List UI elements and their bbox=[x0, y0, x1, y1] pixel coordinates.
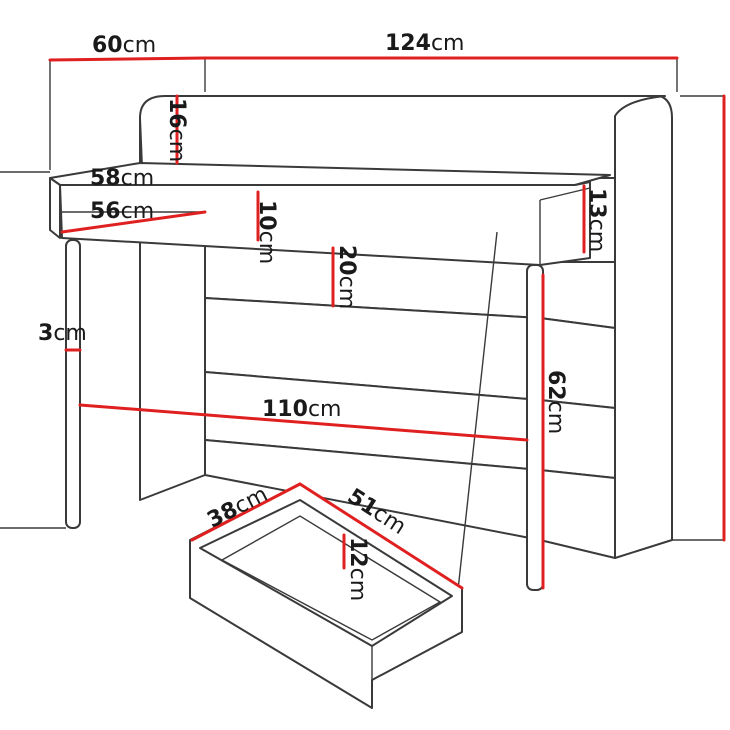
right-side-panel bbox=[609, 95, 673, 559]
label-10: 10cm bbox=[254, 200, 279, 264]
dim-line-38 bbox=[190, 482, 302, 542]
extension-lines bbox=[0, 58, 724, 541]
front-left-leg bbox=[65, 239, 81, 529]
label-3: 3cm bbox=[38, 321, 87, 346]
back-panel bbox=[139, 95, 666, 179]
desk-top bbox=[49, 162, 611, 266]
label-110: 110cm bbox=[262, 397, 341, 422]
dim-line-51 bbox=[298, 482, 464, 590]
drawer bbox=[189, 483, 463, 709]
label-58: 58cm bbox=[90, 166, 154, 191]
front-right-leg bbox=[526, 264, 544, 591]
label-20: 20cm bbox=[334, 245, 359, 309]
drawer-guide-line bbox=[457, 231, 498, 591]
dim-line-110 bbox=[78, 403, 529, 442]
label-60: 60cm bbox=[92, 33, 156, 58]
label-16: 16cm bbox=[164, 98, 189, 162]
dim-line-56 bbox=[60, 210, 207, 234]
dim-line-60 bbox=[48, 56, 207, 62]
label-56: 56cm bbox=[90, 199, 154, 224]
label-62: 62cm bbox=[543, 370, 568, 434]
label-13: 13cm bbox=[584, 188, 609, 252]
label-12: 12cm bbox=[345, 537, 370, 601]
dimension-lines bbox=[48, 56, 726, 590]
label-124: 124cm bbox=[385, 31, 464, 56]
